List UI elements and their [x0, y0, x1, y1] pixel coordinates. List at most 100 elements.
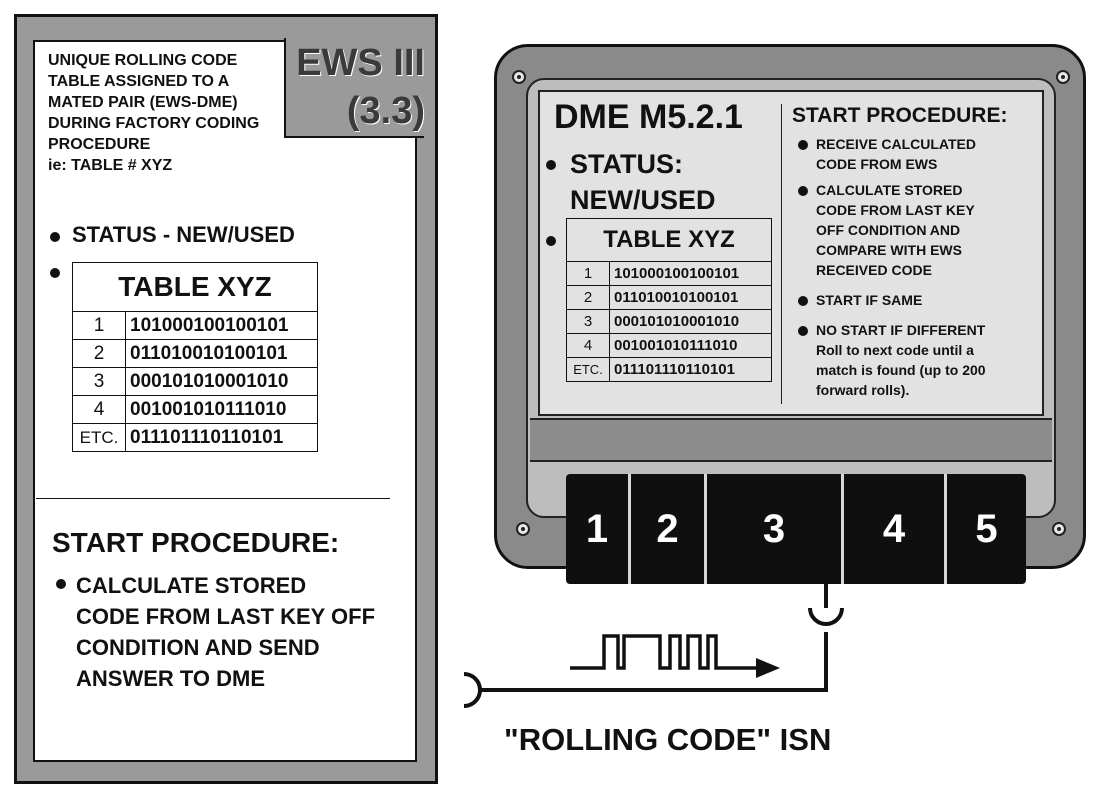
dme-column-divider [781, 104, 782, 404]
dme-step-line: CODE FROM LAST KEY [816, 202, 975, 218]
dme-status-line: NEW/USED [570, 185, 716, 215]
ews-section-divider [36, 498, 390, 499]
screw-icon [516, 522, 530, 536]
ews-start-line: CONDITION AND SEND [76, 635, 320, 660]
ews-subtitle: (3.3) [346, 90, 425, 132]
dme-start-procedure-heading: START PROCEDURE: [792, 104, 1008, 127]
dme-status: STATUS: NEW/USED [570, 146, 716, 218]
dme-housing-band [530, 418, 1052, 462]
isn-wire [478, 632, 828, 692]
ews-status: STATUS - NEW/USED [72, 222, 295, 247]
isn-caption: "ROLLING CODE" ISN [504, 722, 832, 757]
ews-socket-icon [463, 672, 482, 708]
ews-start-line: CODE FROM LAST KEY OFF [76, 604, 376, 629]
table-row-code: 000101010001010 [126, 368, 318, 396]
table-row-index: 2 [566, 286, 610, 310]
ews-title: EWS III [296, 42, 425, 84]
table-row-code: 101000100100101 [610, 262, 772, 286]
table-row-code: 011101110110101 [610, 358, 772, 382]
dme-code-table: TABLE XYZ 1 101000100100101 2 0110100101… [566, 218, 772, 388]
dme-step-line: OFF CONDITION AND [816, 222, 961, 238]
dme-table-title: TABLE XYZ [566, 218, 772, 262]
table-row-index: 2 [72, 340, 126, 368]
dme-procedure-step: NO START IF DIFFERENT Roll to next code … [816, 320, 986, 400]
connector-pin-separator [841, 474, 844, 584]
connector-pin-separator [628, 474, 631, 584]
ews-start-line: ANSWER TO DME [76, 666, 266, 691]
dme-status-line: STATUS: [570, 149, 683, 179]
bullet-icon [546, 160, 556, 170]
table-row-index: ETC. [566, 358, 610, 382]
ews-start-procedure-heading: START PROCEDURE: [52, 527, 340, 558]
connector-pin: 3 [762, 506, 786, 551]
dme-step-line: CODE FROM EWS [816, 156, 938, 172]
dme-procedure-step: RECEIVE CALCULATED CODE FROM EWS [816, 134, 976, 174]
dme-step-line: RECEIVED CODE [816, 262, 932, 278]
table-row-index: 4 [566, 334, 610, 358]
ews-start-line: CALCULATE STORED [76, 573, 307, 598]
table-row-index: 4 [72, 396, 126, 424]
table-row-code: 001001010111010 [610, 334, 772, 358]
table-row-code: 011010010100101 [610, 286, 772, 310]
ews-title-badge [284, 38, 424, 138]
ews-description-line: TABLE ASSIGNED TO A [48, 73, 230, 90]
table-row-index: ETC. [72, 424, 126, 452]
table-row-index: 3 [72, 368, 126, 396]
table-row-index: 1 [72, 312, 126, 340]
dme-title: DME M5.2.1 [554, 98, 743, 136]
dme-step-line: Roll to next code until a [816, 342, 974, 358]
connector-pin: 5 [975, 506, 998, 551]
connector-pin: 4 [882, 506, 906, 551]
table-row: ETC. 011101110110101 [72, 424, 318, 452]
table-row-code: 001001010111010 [126, 396, 318, 424]
screw-icon [512, 70, 526, 84]
bullet-icon [798, 326, 808, 336]
table-row: 3 000101010001010 [72, 368, 318, 396]
connector-pin: 1 [585, 506, 609, 551]
ews-description-line: UNIQUE ROLLING CODE [48, 52, 238, 69]
dme-step-line: forward rolls). [816, 382, 910, 398]
table-row-code: 000101010001010 [610, 310, 772, 334]
ews-description-line: DURING FACTORY CODING [48, 115, 260, 132]
table-row: 2 011010010100101 [72, 340, 318, 368]
table-row: 1 101000100100101 [72, 312, 318, 340]
connector-pin-separator [944, 474, 947, 584]
table-row: 1 101000100100101 [566, 262, 772, 286]
ews-description: UNIQUE ROLLING CODE TABLE ASSIGNED TO A … [48, 50, 259, 176]
table-row-code: 011101110110101 [126, 424, 318, 452]
table-row: 4 001001010111010 [72, 396, 318, 424]
table-row: 4 001001010111010 [566, 334, 772, 358]
bullet-icon [546, 236, 556, 246]
ews-start-procedure-text: CALCULATE STORED CODE FROM LAST KEY OFF … [76, 570, 375, 694]
table-row-code: 101000100100101 [126, 312, 318, 340]
table-row-index: 3 [566, 310, 610, 334]
table-row-code: 011010010100101 [126, 340, 318, 368]
screw-icon [1056, 70, 1070, 84]
dme-procedure-step: START IF SAME [816, 290, 922, 310]
dme-step-line: match is found (up to 200 [816, 362, 986, 378]
ews-table-title: TABLE XYZ [72, 262, 318, 312]
dme-step-line: RECEIVE CALCULATED [816, 136, 976, 152]
ews-description-line: ie: TABLE # XYZ [48, 157, 173, 174]
bullet-icon [50, 268, 60, 278]
ews-description-line: MATED PAIR (EWS-DME) [48, 94, 238, 111]
bullet-icon [798, 296, 808, 306]
dme-step-line: NO START IF DIFFERENT [816, 322, 986, 338]
connector-pin-separator [704, 474, 707, 584]
dme-step-line: COMPARE WITH EWS [816, 242, 962, 258]
dme-procedure-step: CALCULATE STORED CODE FROM LAST KEY OFF … [816, 180, 975, 280]
ews-description-line: PROCEDURE [48, 136, 151, 153]
bullet-icon [798, 140, 808, 150]
screw-icon [1052, 522, 1066, 536]
table-row: ETC. 011101110110101 [566, 358, 772, 382]
table-row: 3 000101010001010 [566, 310, 772, 334]
connector-pin: 2 [656, 506, 679, 551]
table-row: 2 011010010100101 [566, 286, 772, 310]
dme-connector: 1 2 3 4 5 [566, 474, 1026, 584]
ews-module-face [33, 40, 417, 762]
ews-code-table: TABLE XYZ 1 101000100100101 2 0110100101… [72, 262, 318, 462]
table-row-index: 1 [566, 262, 610, 286]
bullet-icon [798, 186, 808, 196]
dme-socket-icon [808, 607, 844, 626]
